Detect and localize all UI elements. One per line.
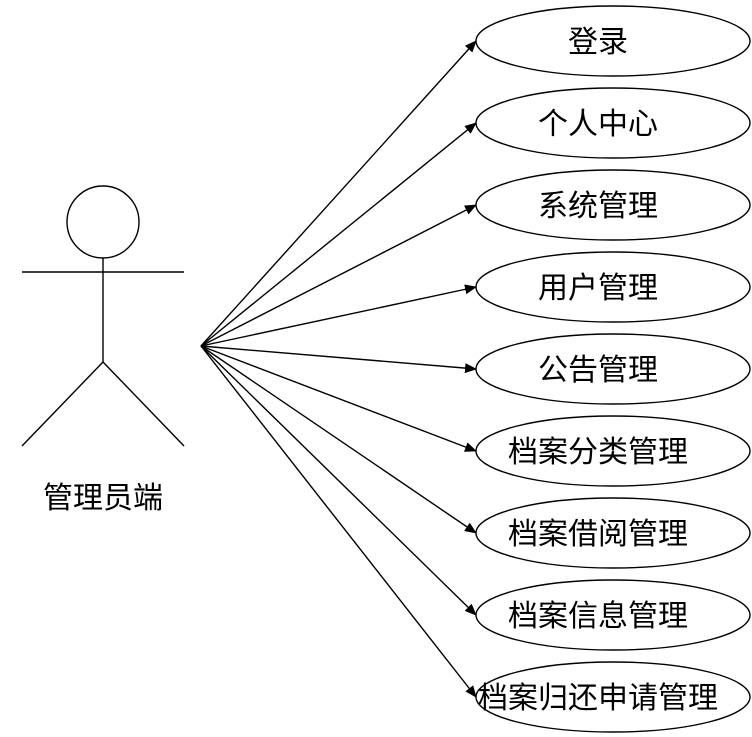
- use-case-oval: [475, 579, 751, 651]
- association-arrow: [200, 284, 477, 347]
- use-case-oval: [475, 251, 751, 323]
- use-case-8: 档案归还申请管理: [200, 345, 751, 733]
- use-case-label: 系统管理: [538, 189, 658, 224]
- use-case-oval: [475, 661, 751, 733]
- use-case-label: 公告管理: [538, 353, 658, 388]
- association-arrow: [200, 122, 477, 347]
- use-case-list: 登录个人中心系统管理用户管理公告管理档案分类管理档案借阅管理档案信息管理档案归还…: [200, 5, 751, 733]
- use-case-6: 档案借阅管理: [200, 345, 751, 569]
- use-case-oval: [475, 5, 751, 77]
- association-arrow: [200, 40, 477, 347]
- association-arrow: [200, 345, 477, 616]
- use-case-oval: [475, 87, 751, 159]
- use-case-1: 个人中心: [200, 87, 751, 347]
- use-case-4: 公告管理: [200, 333, 751, 405]
- use-case-label: 登录: [568, 25, 628, 60]
- use-case-5: 档案分类管理: [200, 345, 751, 487]
- association-arrow: [200, 345, 477, 534]
- use-case-0: 登录: [200, 5, 751, 347]
- use-case-label: 档案归还申请管理: [478, 681, 718, 716]
- actor-name: 管理员端: [43, 481, 163, 516]
- use-case-oval: [475, 415, 751, 487]
- actor-head: [66, 185, 140, 259]
- association-arrow: [200, 345, 477, 452]
- actor-left-leg: [21, 361, 104, 447]
- association-arrow: [200, 345, 477, 374]
- use-case-2: 系统管理: [200, 169, 751, 347]
- use-case-label: 档案借阅管理: [508, 517, 688, 552]
- actor-figure: [21, 185, 185, 447]
- use-case-label: 个人中心: [538, 107, 658, 142]
- association-arrow: [200, 345, 477, 698]
- actor-right-leg: [102, 361, 185, 447]
- association-arrow: [200, 204, 477, 347]
- use-case-3: 用户管理: [200, 251, 751, 347]
- use-case-label: 档案分类管理: [508, 435, 688, 470]
- use-case-oval: [475, 497, 751, 569]
- use-case-label: 用户管理: [538, 271, 658, 306]
- use-case-label: 档案信息管理: [508, 599, 688, 634]
- use-case-oval: [475, 333, 751, 405]
- use-case-oval: [475, 169, 751, 241]
- use-case-7: 档案信息管理: [200, 345, 751, 651]
